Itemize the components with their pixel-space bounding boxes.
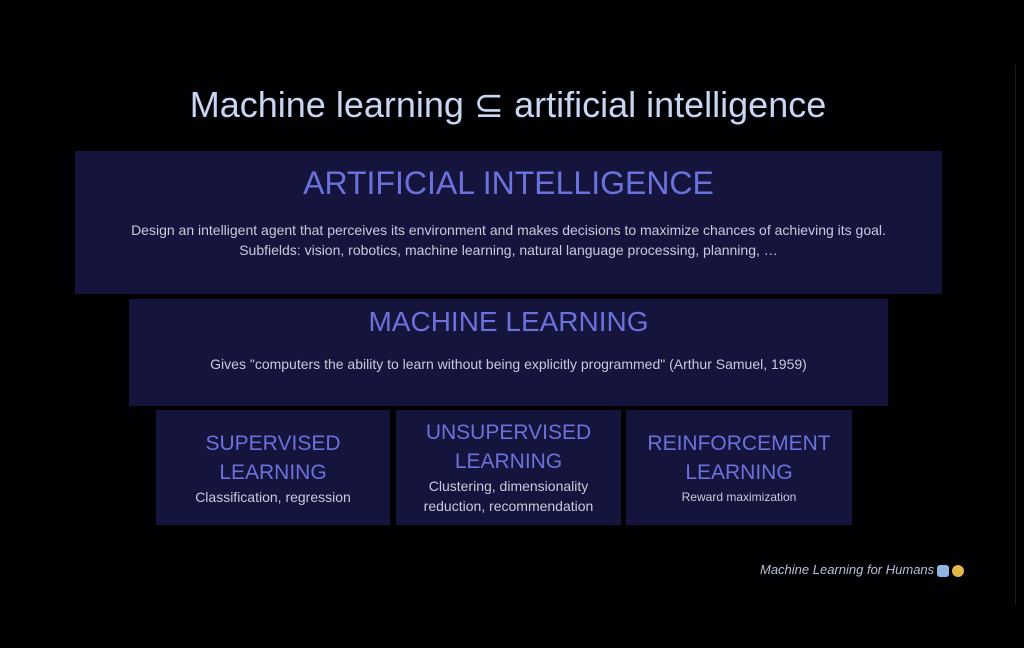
heading-line: LEARNING [685, 461, 793, 484]
credit-text: Machine Learning for Humans [760, 562, 935, 577]
reinforcement-box: REINFORCEMENT LEARNING Reward maximizatio… [626, 410, 852, 525]
robot-icon [937, 564, 950, 577]
supervised-box: SUPERVISED LEARNING Classification, regre… [156, 410, 390, 525]
ai-line-2: Subfields: vision, robotics, machine lea… [239, 242, 778, 258]
heading-line: LEARNING [454, 450, 563, 473]
unsupervised-text: Clustering, dimensionality reduction, rec… [396, 476, 621, 516]
ml-description: Gives "computers the ability to learn wi… [210, 356, 807, 372]
ml-heading: MACHINE LEARNING [368, 306, 649, 337]
heading-line: LEARNING [219, 461, 327, 484]
heading-line: SUPERVISED [205, 432, 341, 455]
ai-box: ARTIFICIAL INTELLIGENCE Design an intell… [75, 151, 942, 294]
unsupervised-heading: UNSUPERVISED LEARNING [396, 418, 621, 476]
ml-box: MACHINE LEARNING Gives "computers the ab… [129, 299, 888, 406]
text-line: reduction, recommendation [423, 498, 594, 514]
slide-title: Machine learning ⊆ artificial intelligen… [189, 84, 827, 125]
heading-line: REINFORCEMENT [647, 432, 831, 455]
supervised-text: Classification, regression [195, 489, 351, 505]
text-line: Clustering, dimensionality [428, 478, 589, 494]
baby-icon [952, 564, 965, 577]
ai-line-1: Design an intelligent agent that perceiv… [131, 222, 886, 238]
unsupervised-box: UNSUPERVISED LEARNING Clustering, dimensi… [396, 410, 621, 525]
supervised-heading: SUPERVISED LEARNING [156, 429, 390, 487]
ai-description: Design an intelligent agent that perceiv… [75, 220, 942, 260]
ai-heading: ARTIFICIAL INTELLIGENCE [303, 165, 714, 201]
divider [1015, 65, 1016, 605]
reinforcement-text: Reward maximization [681, 490, 797, 504]
reinforcement-heading: REINFORCEMENT LEARNING [626, 429, 852, 487]
credit: Machine Learning for Humans [760, 562, 965, 577]
heading-line: UNSUPERVISED [425, 421, 592, 444]
